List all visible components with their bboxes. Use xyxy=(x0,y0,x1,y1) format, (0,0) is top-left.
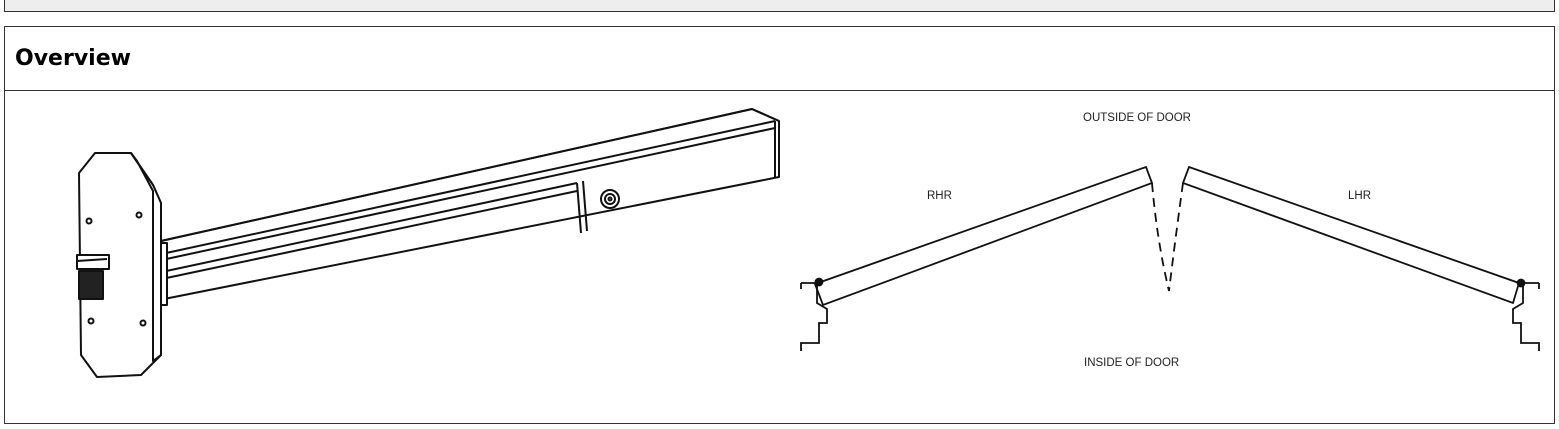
overview-panel: Overview xyxy=(4,26,1555,424)
inside-of-door-label: INSIDE OF DOOR xyxy=(1084,357,1179,369)
overview-title: Overview xyxy=(15,46,131,71)
outside-of-door-label: OUTSIDE OF DOOR xyxy=(1083,112,1191,124)
top-strip xyxy=(4,0,1555,12)
overview-header: Overview xyxy=(5,27,1554,91)
rhr-label: RHR xyxy=(927,190,952,202)
door-handing-diagram-icon: OUTSIDE OF DOOR RHR LHR INSIDE OF DOOR xyxy=(800,112,1540,369)
exit-device-drawing-icon xyxy=(76,108,780,378)
lhr-label: LHR xyxy=(1348,190,1371,202)
overview-body: OUTSIDE OF DOOR RHR LHR INSIDE OF DOOR xyxy=(5,91,1554,423)
